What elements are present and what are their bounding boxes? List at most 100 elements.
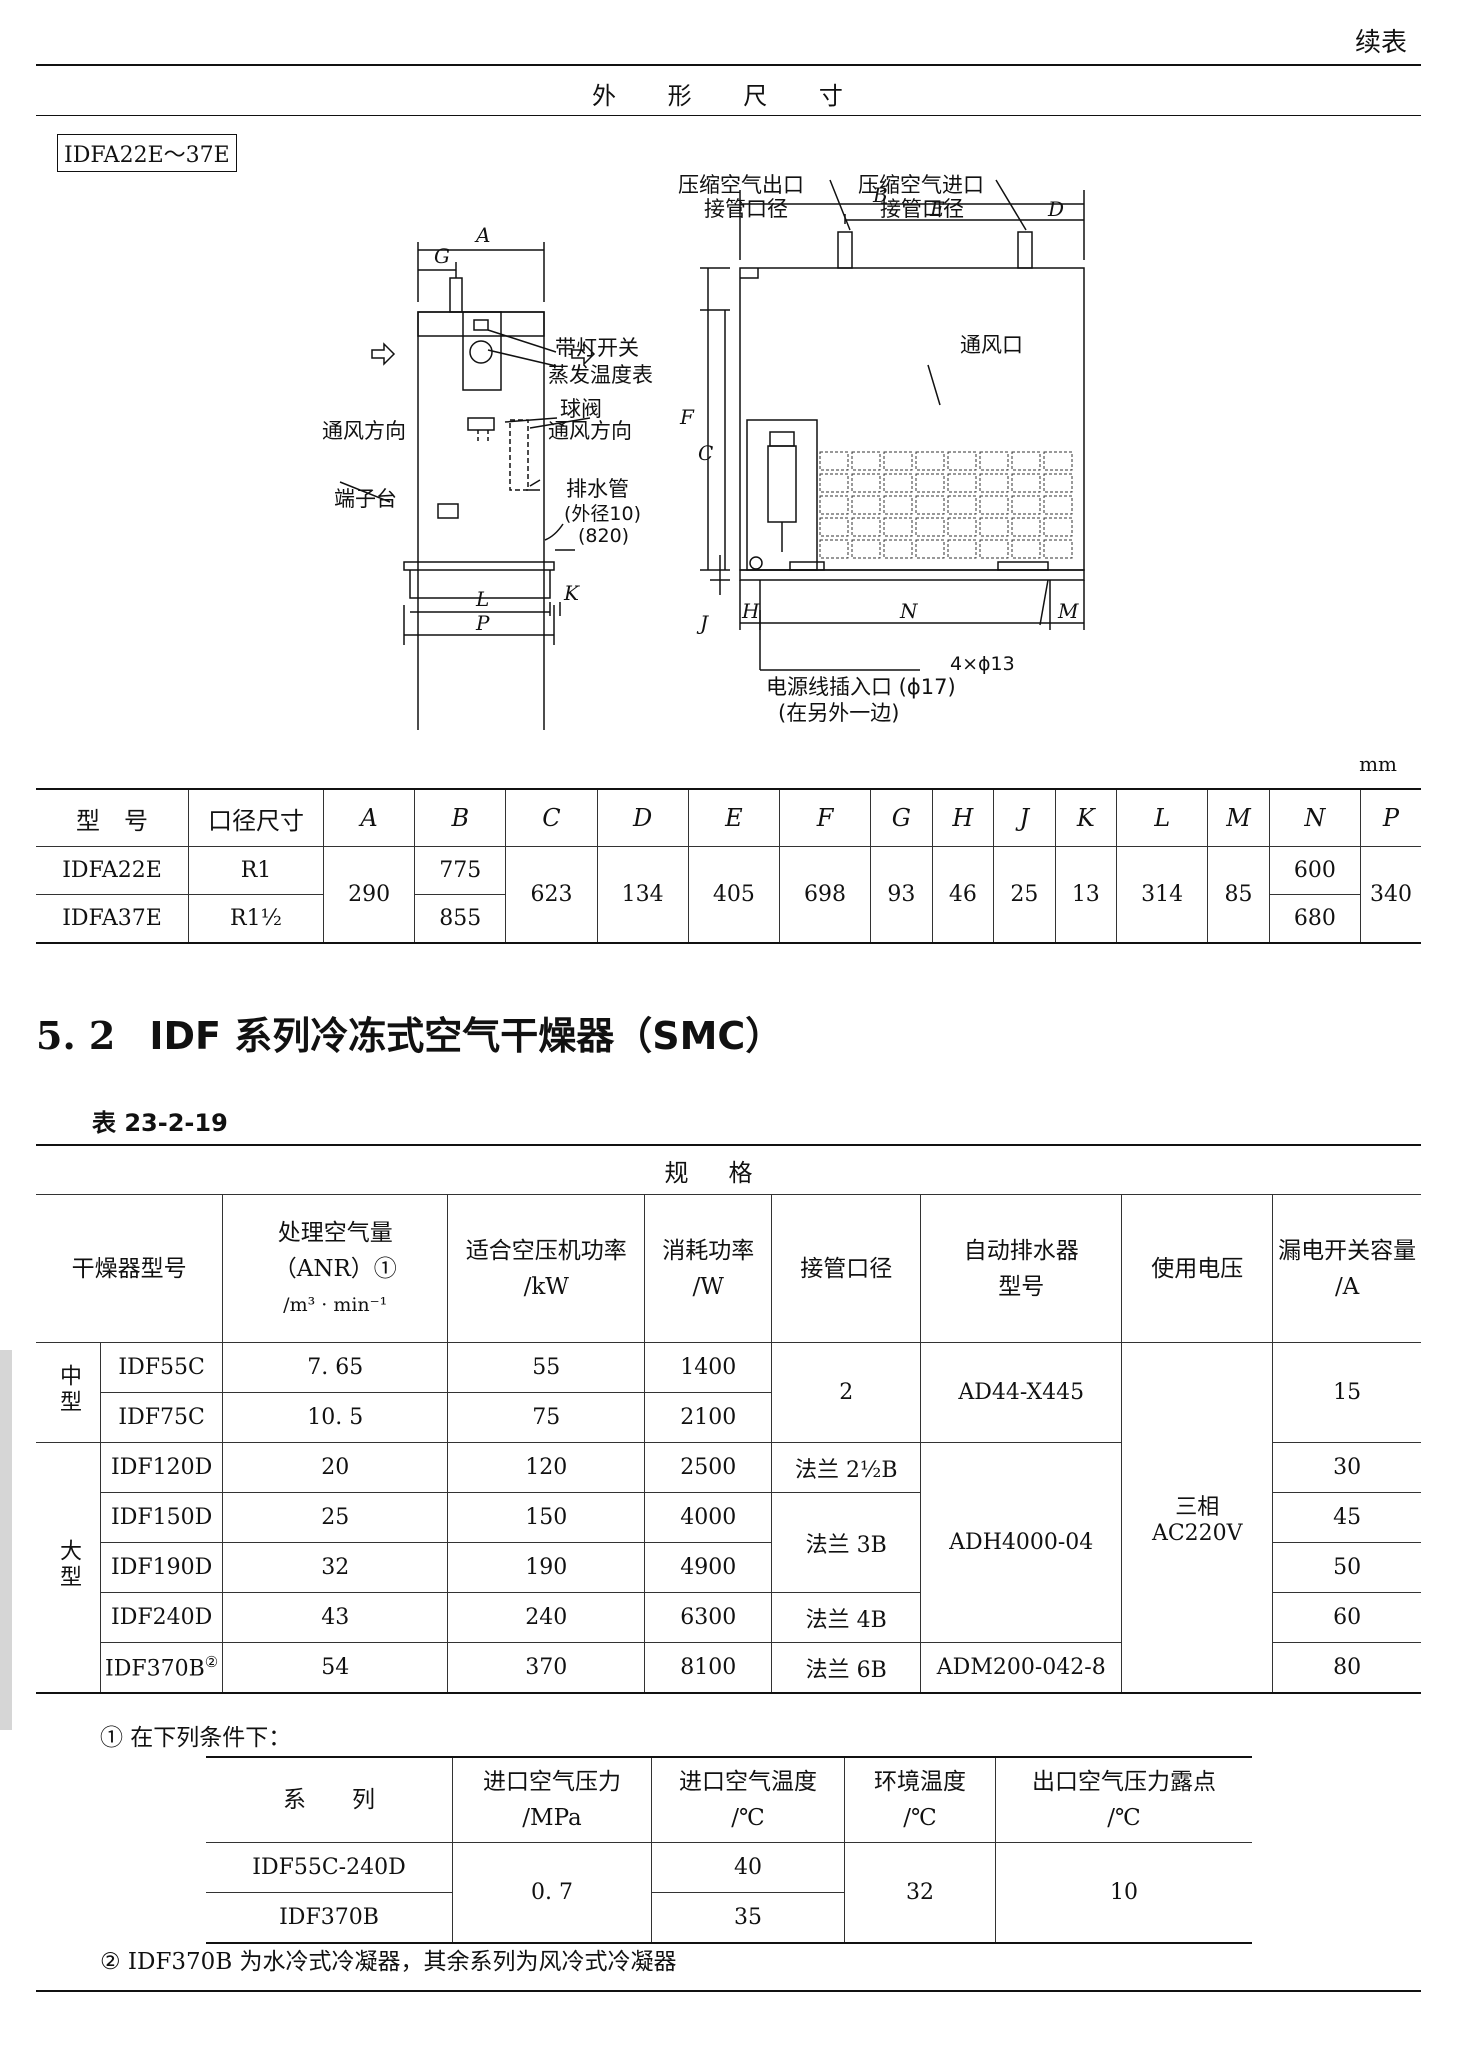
continued-label: 续表 [1354, 28, 1407, 58]
dim-j: J [696, 611, 709, 635]
label-drain-pipe: 排水管 [566, 477, 629, 501]
dim-n: N [899, 599, 919, 623]
group-large: 大型 [36, 1442, 101, 1694]
spec-table: 规格 干燥器型号 处理空气量（ANR）①/m³ · min⁻¹ 适合空压机功率/… [36, 1144, 1421, 1694]
vent-cell [1043, 517, 1073, 537]
dim-m: M [1057, 599, 1079, 623]
label-switch: 带灯开关 [555, 336, 639, 360]
th-g: G [870, 788, 933, 847]
dim-p: P [475, 611, 490, 635]
label-vent: 通风口 [960, 333, 1023, 357]
cell-b-1: 775 [414, 846, 507, 895]
vent-cell [979, 473, 1009, 493]
vent-cell [1043, 495, 1073, 515]
vent-cell [851, 473, 881, 493]
th-h: H [931, 788, 995, 847]
cell-d: 134 [596, 846, 689, 944]
vent-cell [947, 517, 977, 537]
group-mid: 中型 [36, 1342, 101, 1443]
vent-cell [819, 451, 849, 471]
vent-cell [915, 473, 945, 493]
cell-c: 623 [505, 846, 598, 944]
label-outlet-2: 接管口径 [704, 197, 788, 221]
th-b: B [414, 788, 507, 847]
th-model: 型 号 [36, 788, 189, 847]
th-l: L [1116, 788, 1209, 847]
th-p: P [1360, 788, 1421, 847]
vent-cell [1011, 473, 1041, 493]
th-j: J [993, 788, 1056, 847]
vent-cell [915, 539, 945, 559]
th-drain: 自动排水器型号 [920, 1194, 1123, 1343]
th-dryer-model: 干燥器型号 [36, 1194, 224, 1343]
dim-l: L [475, 587, 489, 611]
cell-p: 340 [1360, 846, 1421, 944]
vent-cell [1011, 517, 1041, 537]
table-row: 大型 IDF120D 20 120 2500 法兰 2½B ADH4000-04… [36, 1442, 1421, 1694]
label-power-1: 电源线插入口 (ϕ17) [766, 675, 956, 699]
th-pipe: 接管口径 [771, 1194, 922, 1343]
vent-cell [947, 473, 977, 493]
dim-e: E [929, 197, 945, 221]
vent-cell [851, 517, 881, 537]
th-leakage: 漏电开关容量/A [1272, 1194, 1421, 1343]
label-holes: 4×ϕ13 [950, 653, 1015, 675]
vent-cell [947, 495, 977, 515]
table-row: IDF190D 32 190 4900 50 [36, 1542, 1421, 1593]
label-inlet-1: 压缩空气进口 [858, 173, 984, 197]
label-outlet-1: 压缩空气出口 [678, 173, 804, 197]
dim-g: G [434, 244, 450, 268]
cell-model-2: IDFA37E [36, 894, 189, 944]
th-a: A [322, 788, 416, 847]
vent-cell [1043, 539, 1073, 559]
th-m: M [1207, 788, 1270, 847]
vent-cell [819, 539, 849, 559]
th-series: 系 列 [206, 1756, 453, 1843]
th-e: E [687, 788, 780, 847]
vent-cell [979, 517, 1009, 537]
th-compressor: 适合空压机功率/kW [447, 1194, 646, 1343]
vent-cell [979, 495, 1009, 515]
cell-a: 290 [322, 846, 416, 944]
cell-m: 85 [1207, 846, 1270, 944]
cell-b-2: 855 [414, 894, 507, 944]
top-rule [36, 64, 1421, 66]
th-voltage: 使用电压 [1121, 1194, 1274, 1343]
th-n: N [1268, 788, 1362, 847]
cell-model-1: IDFA22E [36, 846, 189, 895]
table-row: IDF240D 43 240 6300 法兰 4B 60 [36, 1592, 1421, 1643]
label-inlet-2: 接管口径 [880, 197, 964, 221]
dim-d: D [1047, 197, 1064, 221]
vent-cell [1043, 451, 1073, 471]
front-body [417, 311, 545, 730]
cell-g: 93 [870, 846, 933, 944]
dimension-table: 型 号 口径尺寸 A B C D E F G H J K L M N P IDF… [36, 788, 1421, 944]
cell-e: 405 [687, 846, 780, 944]
dimension-caption: 外 形 尺 寸 [592, 82, 865, 110]
label-terminal: 端子台 [334, 487, 397, 511]
vent-cell [819, 517, 849, 537]
vent-cell [915, 517, 945, 537]
label-drain-od: (外径10) [564, 503, 641, 525]
table-row: IDF370B 35 [206, 1892, 1252, 1944]
vent-cell [851, 451, 881, 471]
dim-a: A [474, 223, 490, 247]
cell-f: 698 [778, 846, 872, 944]
th-f: F [778, 788, 872, 847]
model-range-box: IDFA22E～37E [57, 134, 237, 172]
cell-port-1: R1 [188, 846, 324, 895]
vent-cell [851, 495, 881, 515]
th-flow: 处理空气量（ANR）①/m³ · min⁻¹ [222, 1194, 449, 1343]
outline-drawing: 带灯开关 蒸发温度表 球阀 通风方向 通风方向 端子台 排水管 (外径10) (… [322, 173, 1085, 730]
side-body [739, 267, 1085, 571]
vent-cell [915, 495, 945, 515]
table-row: IDF55C-240D 0. 7 40 32 10 [206, 1842, 1252, 1944]
th-inlet-temp: 进口空气温度/℃ [651, 1756, 845, 1843]
vent-cell [1011, 539, 1041, 559]
dim-f: F [679, 405, 695, 429]
table-row: IDF150D 25 150 4000 法兰 3B 45 [36, 1492, 1421, 1593]
table-row: IDFA37E R1½ 855 680 [36, 894, 1421, 944]
label-vent-dir-left: 通风方向 [322, 419, 406, 443]
